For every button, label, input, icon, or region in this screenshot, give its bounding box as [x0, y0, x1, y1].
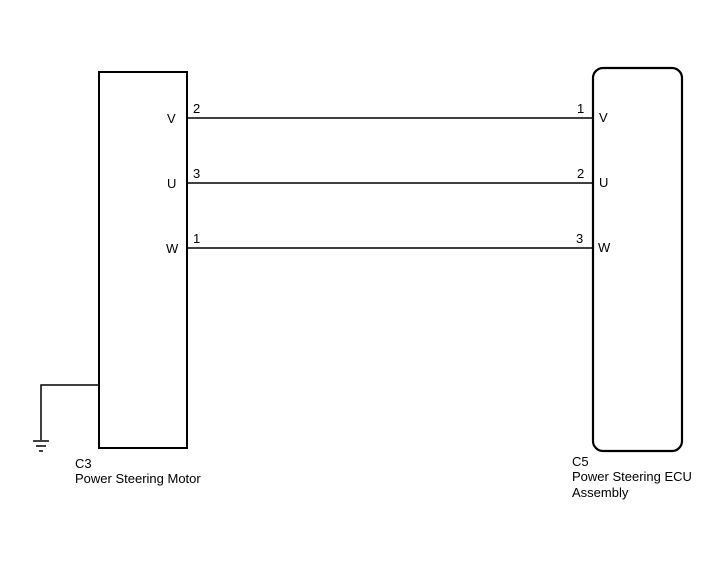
motor-pin-v-number: 2 — [193, 101, 200, 116]
ecu-pin-u-number: 2 — [577, 166, 584, 181]
ecu-pin-w-number: 3 — [576, 231, 583, 246]
motor-pin-u-label: U — [167, 176, 176, 191]
motor-box — [98, 71, 188, 449]
ecu-pin-v-number: 1 — [577, 101, 584, 116]
motor-pin-w-label: W — [166, 241, 179, 256]
motor-pin-w-number: 1 — [193, 231, 200, 246]
motor-pin-u-number: 3 — [193, 166, 200, 181]
motor-name: Power Steering Motor — [75, 471, 201, 486]
ecu-connector-id: C5 — [572, 454, 589, 469]
ecu-name-line2: Assembly — [572, 485, 629, 500]
ecu-name-line1: Power Steering ECU — [572, 469, 692, 484]
ground-icon — [33, 384, 99, 452]
motor-pin-v-label: V — [167, 111, 176, 126]
motor-connector-id: C3 — [75, 456, 92, 471]
ecu-pin-u-label: U — [599, 175, 608, 190]
ecu-pin-w-label: W — [598, 240, 611, 255]
ecu-pin-v-label: V — [599, 110, 608, 125]
ecu-box — [591, 66, 684, 453]
